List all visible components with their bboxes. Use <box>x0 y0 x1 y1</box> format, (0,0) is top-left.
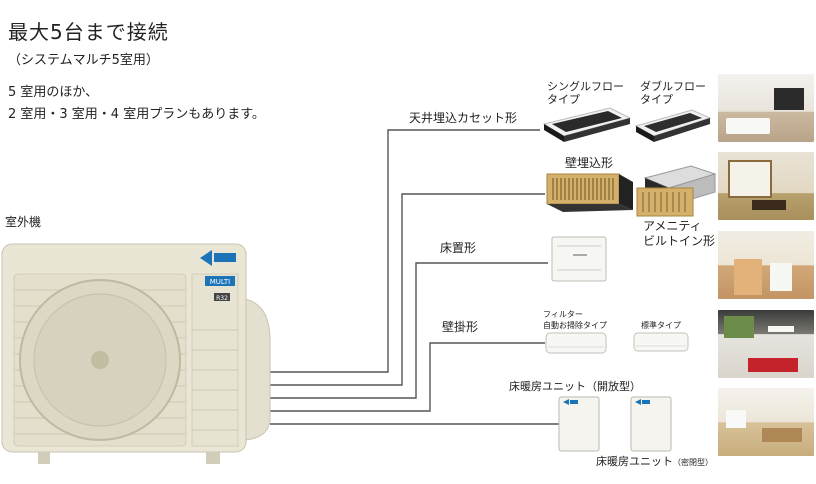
window-light <box>726 410 746 428</box>
filter-auto-unit-image <box>545 332 607 354</box>
amenity-builtin-label: アメニティ ビルトイン形 <box>643 219 716 248</box>
ceiling-cassette-label: 天井埋込カセット形 <box>409 111 518 125</box>
multi-badge: MULTI <box>210 278 230 286</box>
standard-unit-image <box>633 332 689 352</box>
room-photo-ceiling-cassette <box>718 74 814 142</box>
floor-heating-sealed-unit-image <box>630 396 672 452</box>
standard-type-label: 標準タイプ <box>641 321 681 330</box>
wall-mounted-label: 壁掛形 <box>442 320 479 334</box>
tv-shape <box>774 88 804 110</box>
low-table <box>752 200 786 210</box>
wall-unit-shape <box>768 326 794 332</box>
shoji-window <box>728 160 772 198</box>
double-flow-cassette-image <box>634 109 712 142</box>
double-flow-label: ダブルフロー タイプ <box>640 80 706 106</box>
r32-badge: R32 <box>216 295 228 302</box>
floor-standing-unit-image <box>551 236 607 282</box>
description-line-1: 5 室用のほか、 <box>8 85 99 100</box>
room-photo-floor-standing <box>718 231 814 299</box>
floor-heating-sealed-main: 床暖房ユニット <box>596 455 673 468</box>
wall-embedded-label: 壁埋込形 <box>565 156 614 170</box>
page-title: 最大5台まで接続 <box>8 20 169 44</box>
wall-embedded-unit-image <box>546 173 633 212</box>
floor-heating-sealed-label: 床暖房ユニット（密閉型） <box>596 450 713 469</box>
filter-auto-clean-label: フィルター 自動お掃除タイプ <box>543 310 607 330</box>
floor-unit-shape <box>770 263 792 291</box>
description: 5 室用のほか、 2 室用・3 室用・4 室用プランもあります。 <box>8 82 265 126</box>
line-wall-embedded <box>270 193 545 386</box>
dining-table <box>762 428 802 442</box>
outdoor-unit-label: 室外機 <box>5 215 42 229</box>
room-photo-floor-heating <box>718 388 814 456</box>
red-sofa <box>748 358 798 372</box>
kitchen-counter <box>734 259 762 295</box>
floor-heating-open-unit-image <box>558 396 600 452</box>
line-floor-standing <box>270 262 548 399</box>
single-flow-cassette-image <box>542 107 632 142</box>
floor-standing-label: 床置形 <box>440 241 477 255</box>
outdoor-unit-image: MULTI R32 <box>1 243 271 464</box>
sofa-shape <box>726 118 770 134</box>
floor-heating-open-label: 床暖房ユニット（開放型） <box>509 380 641 393</box>
line-wall-mounted <box>270 342 545 412</box>
description-line-2: 2 室用・3 室用・4 室用プランもあります。 <box>8 107 265 122</box>
floor-heating-sealed-sub: （密閉型） <box>673 458 713 467</box>
single-flow-label: シングルフロー タイプ <box>547 80 624 106</box>
room-photo-wall-mounted <box>718 310 814 378</box>
window-green <box>724 316 754 338</box>
page-subtitle: （システムマルチ5室用） <box>8 53 159 68</box>
line-ceiling-cassette <box>270 129 540 373</box>
amenity-builtin-unit-image <box>636 165 717 217</box>
daikin-logo <box>200 250 236 266</box>
room-photo-wall-embedded <box>718 152 814 220</box>
